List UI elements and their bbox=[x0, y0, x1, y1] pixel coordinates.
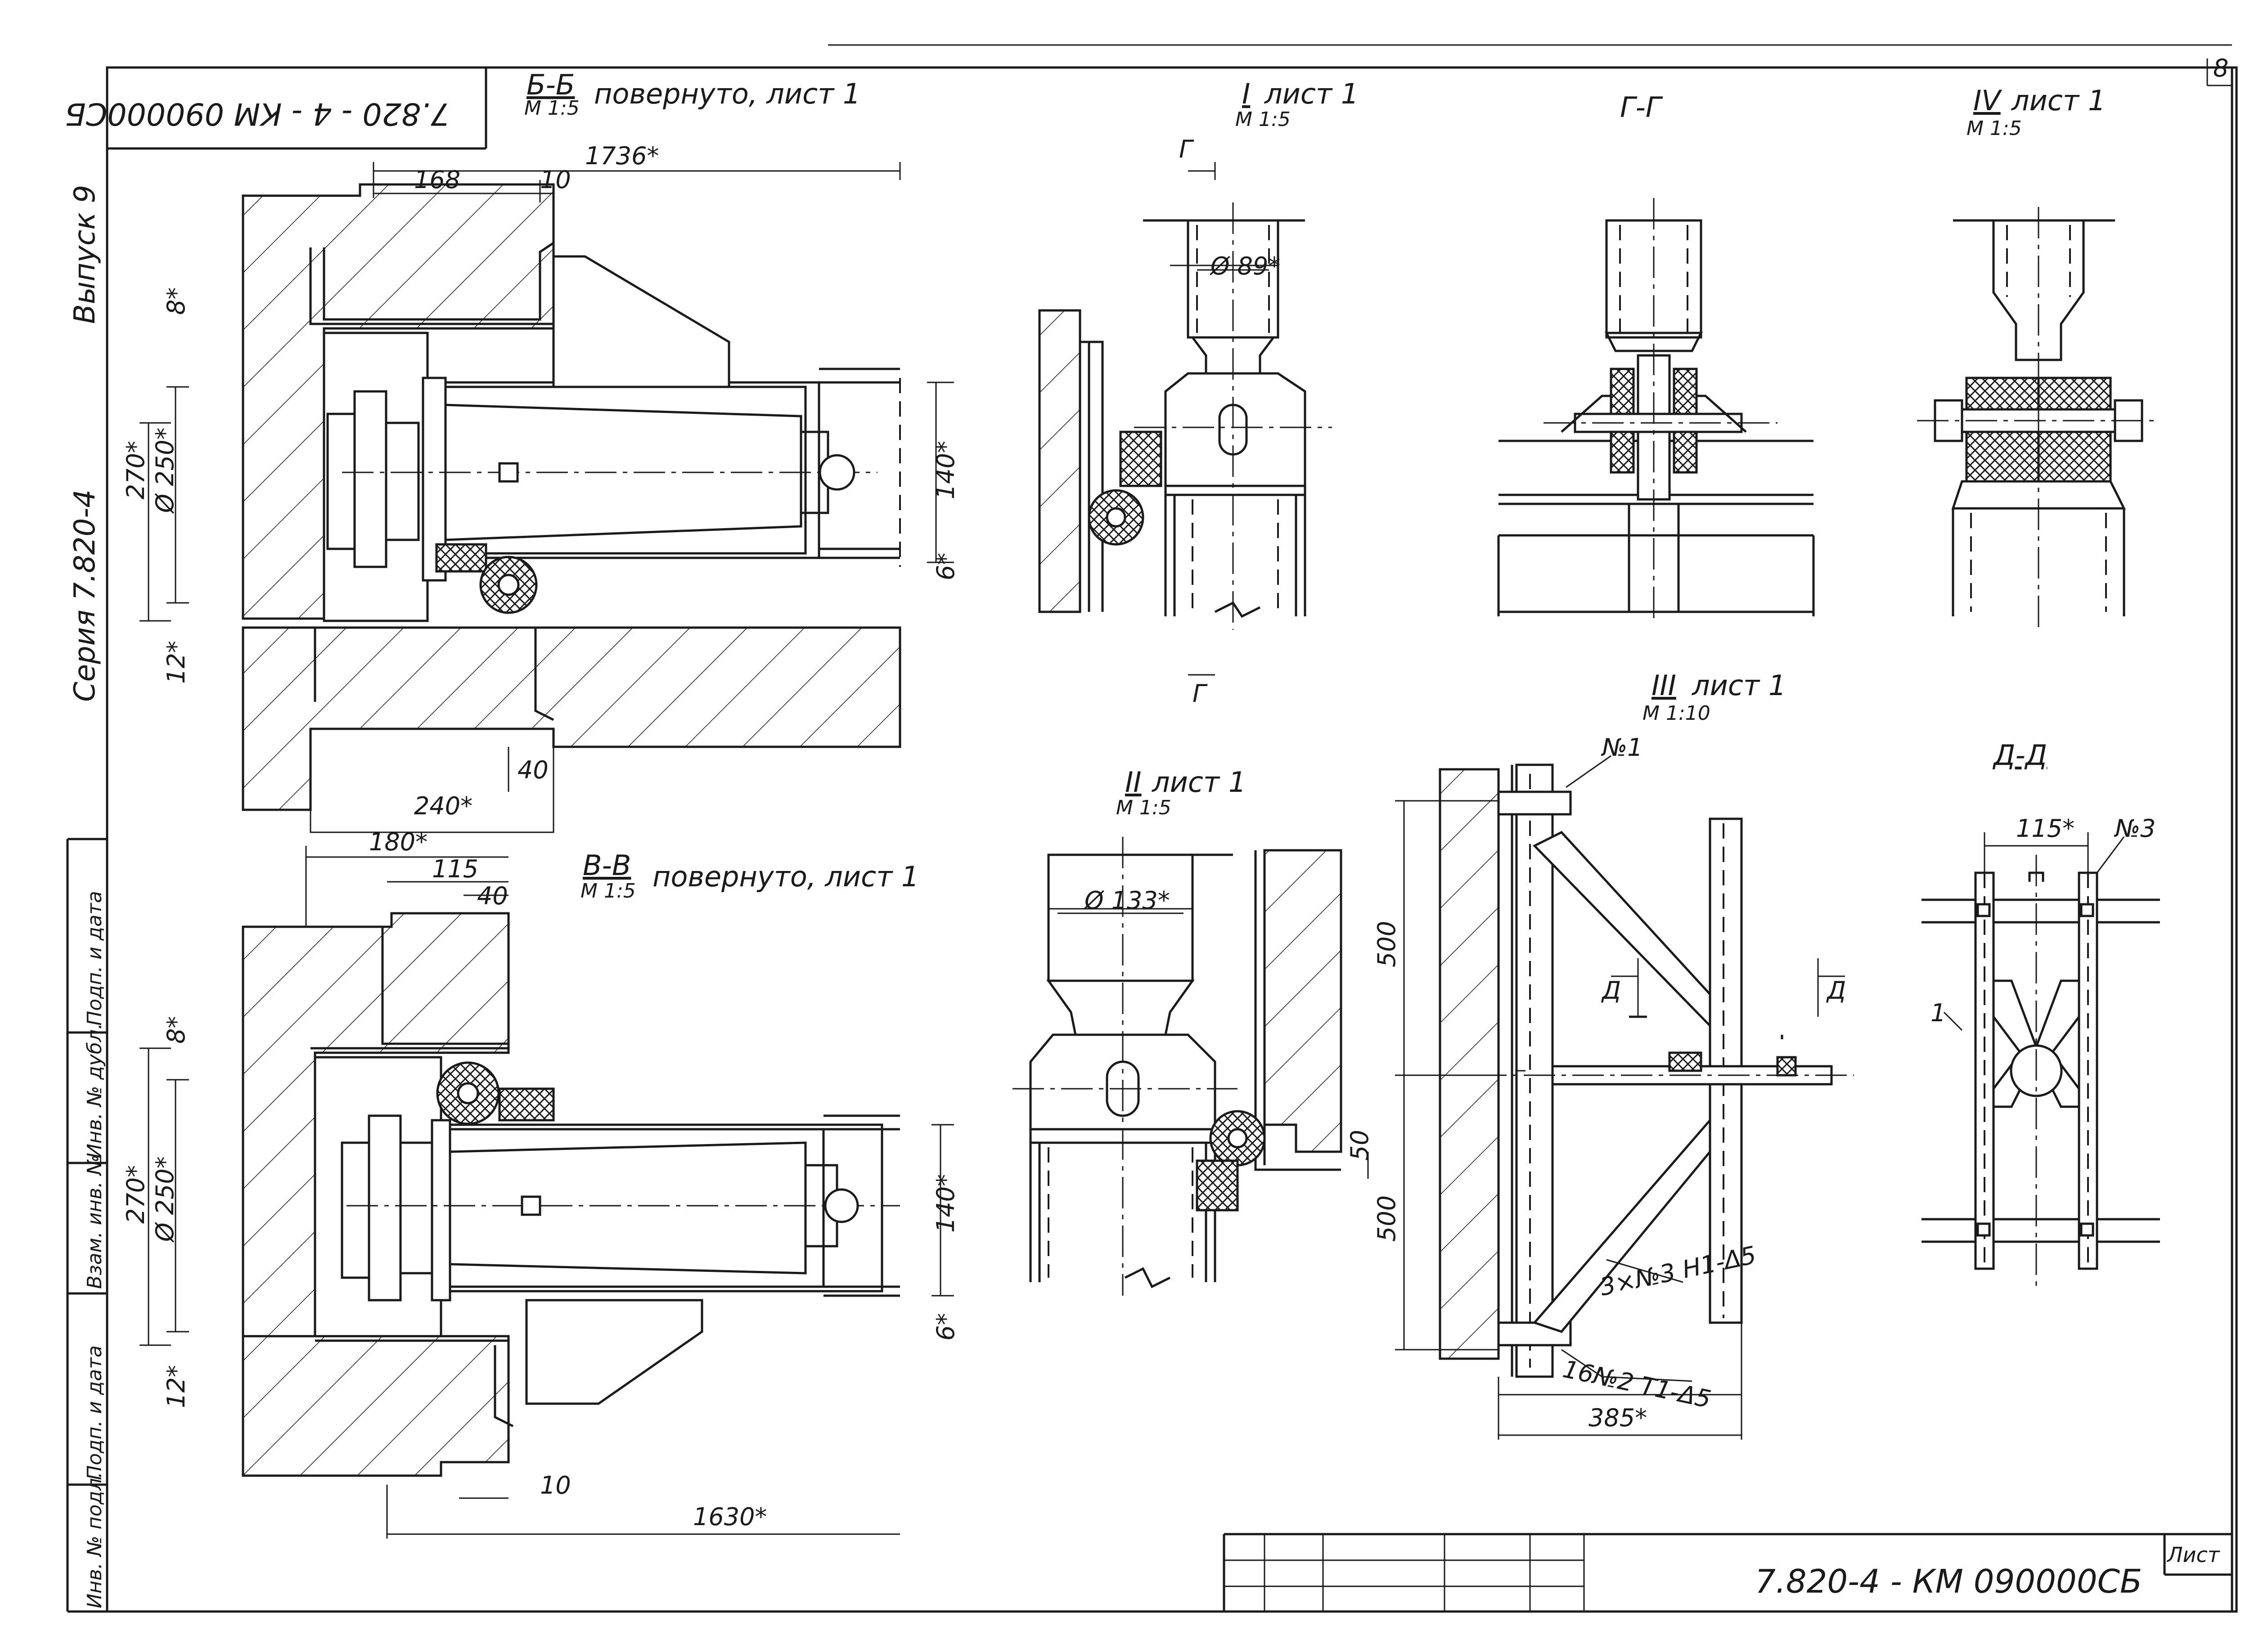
bb-dim-250: Ø 250* bbox=[151, 427, 179, 514]
sheet-frame bbox=[66, 44, 2238, 1613]
tb-inv-podl: Инв. № подл. bbox=[83, 1472, 106, 1608]
vv-title-num: В-В bbox=[583, 849, 631, 882]
vv-title-rest: повернуто, лист 1 bbox=[652, 860, 919, 893]
bb-dim-12: 12* bbox=[162, 641, 190, 684]
v3-dim-385: 385* bbox=[1588, 1404, 1647, 1432]
v3-part-n1: №1 bbox=[1601, 733, 1643, 762]
bb-dim-6: 6* bbox=[932, 553, 960, 580]
section-gg bbox=[1497, 198, 1815, 621]
bb-dim-40: 40 bbox=[518, 756, 549, 784]
vv-dim-6: 6* bbox=[932, 1313, 960, 1341]
bb-title-rest: повернуто, лист 1 bbox=[594, 77, 860, 110]
series-label: Серия 7.820-4 bbox=[68, 489, 102, 702]
v4-title-num: IV bbox=[1973, 84, 2002, 117]
bb-dim-1736: 1736* bbox=[585, 142, 659, 170]
bb-title-num: Б-Б bbox=[526, 68, 575, 101]
vv-dim-115: 115 bbox=[432, 855, 478, 883]
tb-vzam-inv: Взам. инв. № bbox=[83, 1154, 106, 1289]
bb-title-scale: М 1:5 bbox=[524, 97, 580, 120]
v3-dim-500-top: 500 bbox=[1372, 921, 1401, 967]
v2-dim-133: Ø 133* bbox=[1084, 886, 1170, 915]
v1-cut-bottom: Г bbox=[1192, 679, 1208, 708]
dd-dim-1: 1 bbox=[1930, 999, 1946, 1027]
tb-signature-date-2: Подп. и дата bbox=[83, 1345, 106, 1480]
vv-dim-180: 180* bbox=[369, 828, 428, 856]
bb-dim-8: 8* bbox=[162, 287, 190, 315]
v3-cut-right: Д bbox=[1826, 976, 1846, 1005]
v1-title-scale: М 1:5 bbox=[1235, 108, 1291, 131]
section-vv bbox=[140, 846, 954, 1539]
v3-title-num: III bbox=[1652, 669, 1676, 702]
v1-dim-89: Ø 89* bbox=[1210, 252, 1280, 280]
section-dd bbox=[1922, 832, 2160, 1287]
bb-dim-140: 140* bbox=[932, 441, 960, 499]
view-2 bbox=[1012, 837, 1342, 1296]
vv-dim-40: 40 bbox=[477, 882, 508, 910]
dd-part-n3: №3 bbox=[2114, 814, 2156, 843]
vv-dim-12: 12* bbox=[162, 1365, 190, 1408]
vv-dim-10: 10 bbox=[540, 1471, 571, 1499]
v2-title-rest: лист 1 bbox=[1152, 766, 1246, 799]
sheet-number: 8 bbox=[2213, 54, 2228, 82]
vv-dim-8: 8* bbox=[162, 1016, 190, 1044]
v2-title-scale: М 1:5 bbox=[1116, 796, 1171, 819]
v3-title-rest: лист 1 bbox=[1692, 669, 1786, 702]
stamp-document-code: 7.820-4 - КМ 090000СБ bbox=[1755, 1562, 2142, 1600]
document-code-rotated: 7.820 - 4 - КМ 090000СБ bbox=[65, 96, 450, 131]
vv-dim-140: 140* bbox=[932, 1174, 960, 1233]
vv-dim-1630: 1630* bbox=[693, 1503, 767, 1531]
v1-title-num: I bbox=[1242, 77, 1250, 110]
v3-title-scale: М 1:10 bbox=[1642, 702, 1710, 725]
vv-dim-250: Ø 250* bbox=[151, 1156, 179, 1243]
dd-dim-115: 115* bbox=[2016, 814, 2074, 843]
bb-dim-270: 270* bbox=[122, 441, 150, 499]
tb-signature-date-1: Подп. и дата bbox=[83, 891, 106, 1026]
v4-title-scale: М 1:5 bbox=[1966, 117, 2022, 140]
tb-inv-dubl: Инв. № дубл. bbox=[83, 1023, 106, 1158]
title-stamp bbox=[1223, 1533, 2232, 1612]
gg-title: Г-Г bbox=[1620, 91, 1663, 124]
bb-dim-240: 240* bbox=[414, 792, 472, 820]
v1-cut-top: Г bbox=[1179, 135, 1194, 163]
vv-title-scale: М 1:5 bbox=[580, 880, 636, 902]
v2-title-num: II bbox=[1125, 766, 1142, 799]
view-3 bbox=[1367, 755, 1854, 1440]
section-bb bbox=[140, 162, 954, 833]
v3-dim-50: 50 bbox=[1346, 1130, 1374, 1161]
view-4 bbox=[1917, 207, 2156, 630]
v4-title-rest: лист 1 bbox=[2011, 84, 2106, 117]
bb-dim-168: 168 bbox=[414, 166, 460, 194]
view-1 bbox=[1038, 162, 1332, 676]
series-issue-label: Выпуск 9 bbox=[68, 185, 102, 324]
v1-title-rest: лист 1 bbox=[1264, 77, 1359, 110]
v3-dim-500-bottom: 500 bbox=[1372, 1195, 1401, 1242]
v3-cut-left: Д bbox=[1601, 976, 1621, 1005]
vv-dim-270: 270* bbox=[122, 1165, 150, 1224]
bb-dim-10: 10 bbox=[540, 166, 571, 194]
dd-title: Д-Д bbox=[1992, 739, 2047, 772]
stamp-sheet-label: Лист bbox=[2166, 1543, 2220, 1567]
